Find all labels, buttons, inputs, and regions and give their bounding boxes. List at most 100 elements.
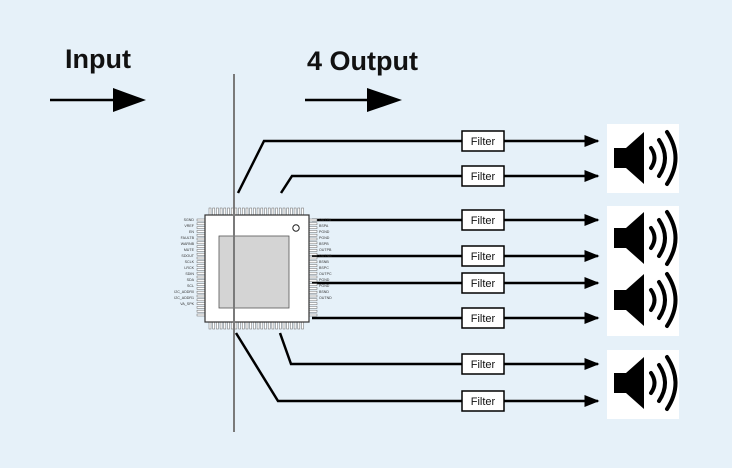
chip-pin <box>196 260 206 264</box>
output-arrow-icon <box>305 88 402 112</box>
chip-pin <box>308 294 318 298</box>
chip-pin <box>308 241 318 245</box>
chip-pin <box>308 271 318 275</box>
speaker-icon <box>614 210 678 266</box>
chip-pin <box>196 237 206 241</box>
chip-pin <box>308 309 318 313</box>
chip-pin-label: PGND <box>319 236 330 240</box>
chip-pin-label: BSNB <box>319 260 329 264</box>
chip-pin <box>196 309 206 313</box>
chip-pin <box>196 218 206 222</box>
chip-pin <box>196 298 206 302</box>
filter-label: Filter <box>471 359 496 371</box>
chip-pin <box>196 275 206 279</box>
chip-pin-label: OUTNB <box>319 254 332 258</box>
speaker-icon <box>614 355 678 411</box>
chip-pin <box>196 249 206 252</box>
chip-pin <box>308 245 318 248</box>
chip-pin-label: FAULTB <box>181 236 195 240</box>
chip-pin <box>196 252 206 256</box>
chip-pin-label: OUTPA <box>319 218 332 222</box>
signal-line <box>236 135 600 194</box>
chip-pin <box>308 268 318 271</box>
signal-line <box>279 170 600 194</box>
filter-box: Filter <box>461 130 505 152</box>
speakers <box>607 124 679 419</box>
chip-pin <box>196 233 206 237</box>
chip-pin-label: PGND <box>319 278 330 282</box>
signal-line <box>234 332 600 407</box>
chip-pin-label: SDIN <box>185 272 194 276</box>
output-label: 4 Output <box>307 46 418 76</box>
chip-pin-label: OUTPB <box>319 248 332 252</box>
chip-pin <box>308 275 318 279</box>
filter-label: Filter <box>471 278 496 290</box>
filter-label: Filter <box>471 313 496 325</box>
chip-pin-label: BSND <box>319 290 329 294</box>
chip-pin <box>308 233 318 237</box>
filter-label: Filter <box>471 215 496 227</box>
chip-pin <box>196 313 206 317</box>
chip-pin-label: OUTPC <box>319 272 332 276</box>
chip-pin <box>196 256 206 260</box>
input-label: Input <box>65 44 131 74</box>
chip-pin <box>196 283 206 286</box>
chip-pin <box>308 230 318 233</box>
filter-boxes: FilterFilterFilterFilterFilterFilterFilt… <box>461 130 505 412</box>
filter-box: Filter <box>461 307 505 329</box>
chip-core <box>218 235 290 309</box>
filter-box: Filter <box>461 165 505 187</box>
filter-label: Filter <box>471 396 496 408</box>
filter-box: Filter <box>461 209 505 231</box>
pin1-marker-icon <box>292 224 300 232</box>
chip-pin <box>308 287 318 290</box>
chip-pin <box>196 290 206 294</box>
filter-box: Filter <box>461 353 505 375</box>
chip-pin <box>308 290 318 294</box>
chip-pin <box>308 222 318 226</box>
chip-pin <box>308 283 318 286</box>
chip-pin-label: SCLK <box>185 260 195 264</box>
chip-pin-label: EN <box>189 230 194 234</box>
chip-pin <box>308 252 318 256</box>
chip-pin-label: WARNB <box>181 242 195 246</box>
chip-pin-label: VREF <box>184 224 194 228</box>
chip-pin <box>196 245 206 248</box>
chip-pin <box>308 298 318 302</box>
chip-pin <box>308 264 318 267</box>
chip-pin <box>308 256 318 260</box>
chip-pin <box>308 249 318 252</box>
filter-label: Filter <box>471 171 496 183</box>
chip-pin <box>308 302 318 305</box>
chip-pin <box>196 279 206 283</box>
input-arrow-icon <box>50 88 146 112</box>
chip-pin <box>196 268 206 271</box>
chip-pin <box>308 237 318 241</box>
chip-pin-label: OUTND <box>319 296 332 300</box>
filter-label: Filter <box>471 251 496 263</box>
chip-pin-label: SDA <box>187 278 195 282</box>
chip-pin <box>196 294 206 298</box>
chip-pin <box>196 264 206 267</box>
chip-pin-label: MUTE <box>184 248 195 252</box>
chip-pin <box>196 271 206 275</box>
filter-box: Filter <box>461 272 505 294</box>
chip-pin <box>196 287 206 290</box>
chip-pin <box>196 222 206 226</box>
chip-pin <box>308 218 318 222</box>
chip-pin-label: I2C_ADDR0 <box>174 290 194 294</box>
chip-pin <box>308 279 318 283</box>
chip-pin-label: PGND <box>319 230 330 234</box>
chip-pin <box>196 226 206 229</box>
chip-pin-label: BSPC <box>319 266 329 270</box>
chip-pin-label: I2C_ADDR1 <box>174 296 194 300</box>
chip-pin-label: SGND <box>184 218 195 222</box>
chip-pin <box>308 260 318 264</box>
chip-pin <box>308 313 318 317</box>
chip-pin <box>196 230 206 233</box>
signal-line <box>278 332 600 370</box>
chip-pin-label: SCL <box>187 284 194 288</box>
chip-pin <box>308 306 318 309</box>
